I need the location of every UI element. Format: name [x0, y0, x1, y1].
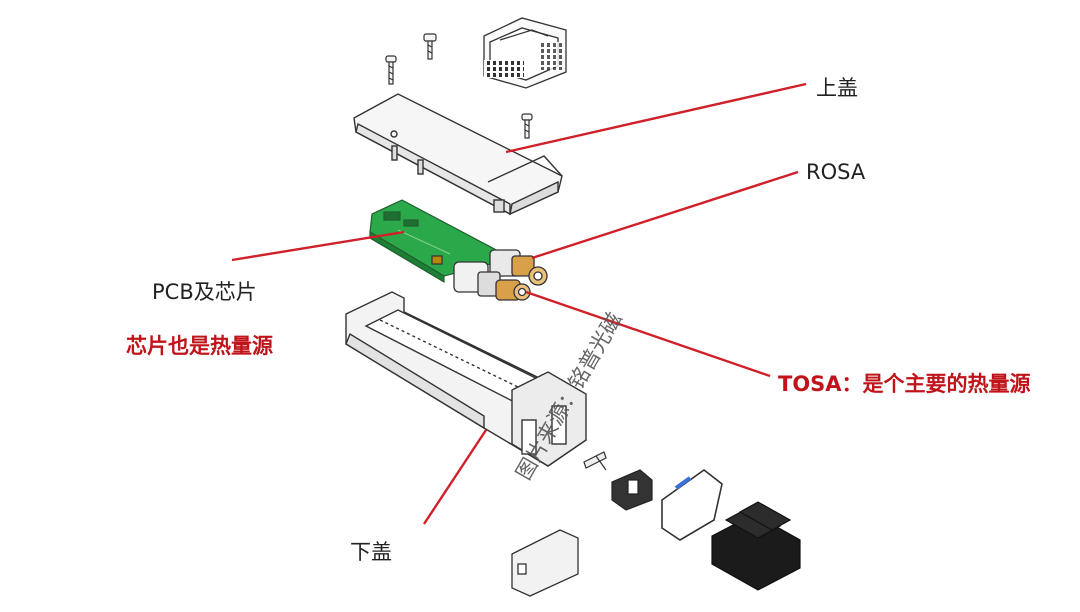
- latch-block: [611, 469, 653, 511]
- leader-top-cover: [505, 82, 807, 154]
- pcb-board: [369, 199, 501, 284]
- emi-shield: [483, 17, 567, 89]
- label-rosa: ROSA: [806, 160, 866, 184]
- label-tosa-heat-note: TOSA：是个主要的热量源: [778, 372, 1031, 396]
- screw-left: [385, 55, 397, 85]
- leader-bottom-cover: [422, 429, 488, 525]
- bail-wire: [661, 469, 723, 541]
- bracket: [511, 529, 579, 597]
- latch-pin: [583, 451, 607, 471]
- top-cover: [353, 93, 563, 216]
- optical-subassemblies: [453, 249, 548, 301]
- leader-tosa: [525, 290, 771, 378]
- bottom-cover: [345, 291, 587, 467]
- dust-plug: [711, 501, 801, 591]
- screw-right: [521, 113, 533, 139]
- leader-lines: [231, 82, 807, 525]
- screw-middle: [423, 33, 437, 60]
- label-top-cover: 上盖: [816, 76, 858, 100]
- label-pcb-heat-note: 芯片也是热量源: [126, 334, 273, 358]
- leader-rosa: [531, 170, 799, 260]
- leader-pcb: [231, 230, 405, 262]
- label-bottom-cover: 下盖: [350, 540, 392, 564]
- label-pcb: PCB及芯片: [152, 280, 257, 304]
